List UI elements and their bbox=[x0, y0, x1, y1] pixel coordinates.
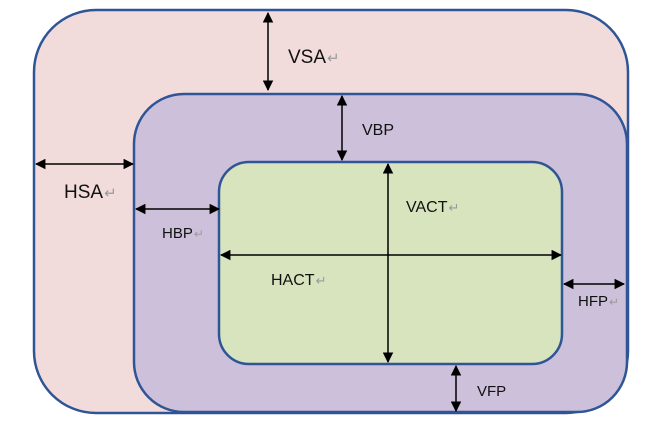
hbp-label: HBP↵ bbox=[162, 225, 204, 242]
paragraph-mark-icon: ↵ bbox=[609, 295, 620, 309]
paragraph-mark-icon: ↵ bbox=[104, 185, 117, 202]
vact-label: VACT↵ bbox=[406, 199, 460, 216]
hfp-label: HFP↵ bbox=[578, 293, 620, 310]
vfp-label: VFP bbox=[477, 383, 507, 400]
paragraph-mark-icon: ↵ bbox=[315, 273, 327, 288]
paragraph-mark-icon: ↵ bbox=[448, 200, 460, 215]
active-region bbox=[217, 160, 564, 366]
hact-label: HACT↵ bbox=[271, 272, 327, 289]
vsa-label: VSA↵ bbox=[288, 47, 340, 68]
vbp-label: VBP bbox=[362, 122, 395, 139]
paragraph-mark-icon: ↵ bbox=[327, 50, 340, 67]
hsa-label: HSA↵ bbox=[64, 182, 117, 203]
paragraph-mark-icon: ↵ bbox=[193, 227, 204, 241]
